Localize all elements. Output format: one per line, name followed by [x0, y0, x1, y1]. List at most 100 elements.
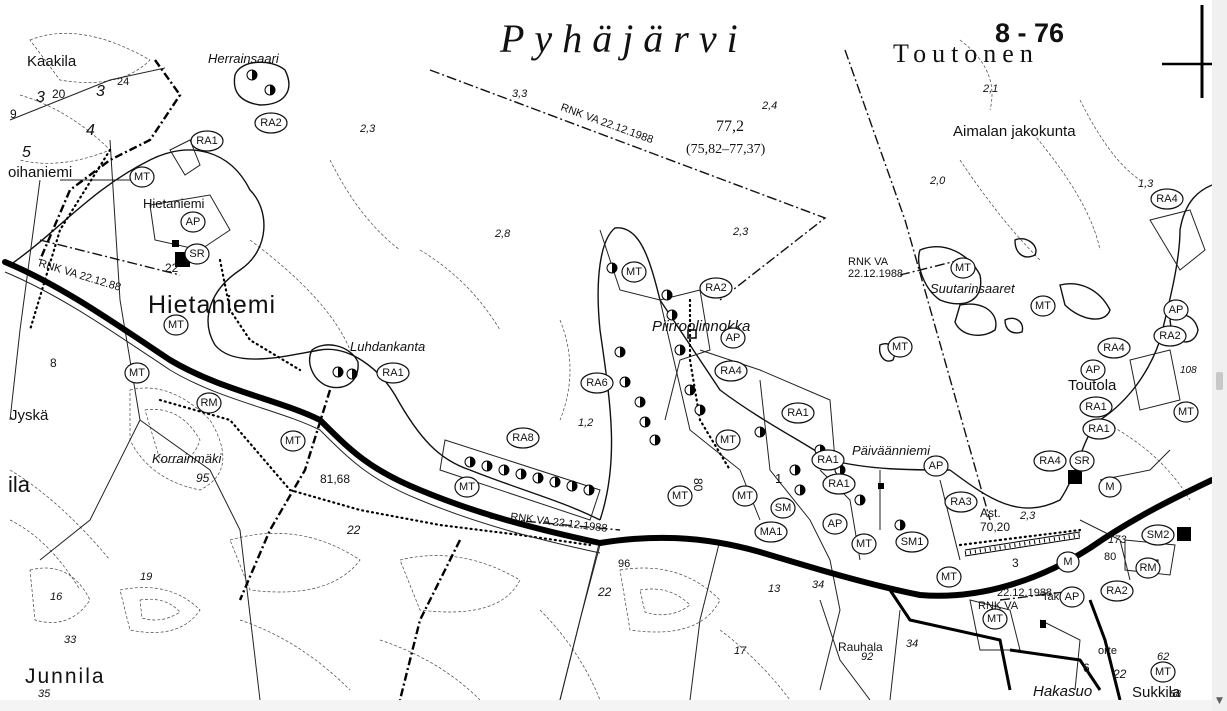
zone-badge-ra2: RA2: [1100, 580, 1134, 602]
zone-badge-label: MT: [955, 262, 971, 274]
zone-badge-mt: MT: [715, 429, 741, 451]
depth-label: 2,1: [982, 83, 998, 95]
label-toutola: Toutola: [1068, 377, 1117, 394]
zone-badge-outline: [754, 521, 788, 543]
zone-badge-ra2: RA2: [254, 112, 288, 134]
zone-badge-outline: [781, 402, 815, 424]
zone-badge-outline: [196, 392, 222, 414]
number-label: 62: [1157, 651, 1169, 663]
half-circle-marker: [583, 484, 595, 496]
zone-badge-label: MT: [626, 266, 642, 278]
zone-badge-ra1: RA1: [781, 402, 815, 424]
zone-badge-label: MT: [1035, 300, 1051, 312]
main-road: [2, 259, 1212, 599]
zone-badge-mt: MT: [1150, 661, 1176, 683]
rnk-right-1: RNK VA: [848, 256, 889, 268]
zone-badge-outline: [180, 211, 206, 233]
label-luhdankanta: Luhdankanta: [350, 339, 425, 354]
zone-badge-label: MT: [459, 481, 475, 493]
zone-badge-mt: MT: [667, 485, 693, 507]
zone-badge-ra4: RA4: [714, 360, 748, 382]
zone-badge-outline: [936, 566, 962, 588]
depth-label: 2,3: [359, 123, 376, 135]
zone-badge-ra3: RA3: [944, 491, 978, 513]
number-label: 5: [22, 144, 31, 161]
label-hietaniemi: Hietaniemi: [148, 291, 276, 319]
zone-badge-label: SR: [1074, 455, 1089, 467]
label-hakasuo: Hakasuo: [1033, 683, 1092, 700]
zone-badge-label: MT: [1178, 406, 1194, 418]
number-label: 13: [768, 583, 781, 595]
zone-badge-outline: [732, 485, 758, 507]
sheet-code: 8 - 76: [995, 18, 1064, 48]
zone-badge-label: SM1: [901, 536, 924, 548]
zone-badge-outline: [923, 455, 949, 477]
zone-badge-m: M: [1098, 476, 1122, 498]
scroll-down-arrow-icon[interactable]: ▼: [1216, 696, 1223, 706]
half-circle-marker: [346, 368, 358, 380]
horizontal-scroll-area: [0, 700, 1212, 711]
map-viewport[interactable]: Pyhäjärvi 8 - 76 Toutonen Kaakila Herrai…: [0, 0, 1212, 700]
zone-badge-mt: MT: [851, 533, 877, 555]
zone-badge-label: RA4: [1039, 455, 1060, 467]
zone-badge-label: M: [1105, 481, 1114, 493]
zone-badge-label: AP: [828, 518, 843, 530]
zone-badge-outline: [254, 112, 288, 134]
number-label: 1: [775, 471, 782, 486]
number-label: 3: [36, 89, 45, 106]
zone-badge-outline: [982, 608, 1008, 630]
half-circle-marker: [684, 384, 696, 396]
zone-badge-ra4: RA4: [1097, 337, 1131, 359]
zone-badge-label: MT: [720, 434, 736, 446]
half-circle-marker: [614, 346, 626, 358]
zone-badge-label: RM: [200, 397, 217, 409]
zone-badge-ap: AP: [923, 455, 949, 477]
label-toutonen: Toutonen: [893, 39, 1039, 68]
zone-badge-label: RA2: [705, 282, 726, 294]
zone-badge-ra2: RA2: [699, 277, 733, 299]
label-rauhala: Rauhala: [838, 640, 883, 654]
zone-badge-label: MT: [987, 613, 1003, 625]
elevation-label: 81,68: [320, 472, 350, 486]
number-label: 6: [1083, 661, 1090, 675]
zone-badge-label: RA1: [817, 454, 838, 466]
vertical-scrollbar[interactable]: [1212, 0, 1227, 711]
zone-badge-label: MT: [168, 319, 184, 331]
zone-badge-outline: [1150, 661, 1176, 683]
zone-badge-ap: AP: [822, 513, 848, 535]
half-circle-marker: [789, 464, 801, 476]
zone-badge-ra1: RA1: [190, 130, 224, 152]
half-circle-marker: [666, 309, 678, 321]
zone-badge-mt: MT: [621, 261, 647, 283]
zone-badge-label: RA1: [1085, 401, 1106, 413]
zone-badge-ap: AP: [180, 211, 206, 233]
zone-badge-mt: MT: [124, 362, 150, 384]
water-level: 77,2: [716, 118, 744, 135]
number-label: 173: [1108, 534, 1127, 546]
zone-badge-outline: [506, 427, 540, 449]
zone-badge-rm: RM: [1135, 557, 1161, 579]
half-circle-marker: [549, 476, 561, 488]
zone-badge-ra1: RA1: [1079, 396, 1113, 418]
label-aimala: Aimalan jakokunta: [953, 123, 1076, 140]
zone-badge-outline: [1153, 325, 1187, 347]
half-circle-marker: [532, 472, 544, 484]
label-paivaanniemi: Päiväänniemi: [852, 443, 931, 458]
zone-badge-label: SM: [775, 502, 792, 514]
number-label: 96: [618, 558, 630, 570]
protected-building-markers: [246, 69, 906, 531]
scrollbar-thumb[interactable]: [1216, 372, 1223, 390]
property-boundaries: [9, 67, 1206, 700]
zone-badge-outline: [1056, 551, 1080, 573]
zone-badge-mt: MT: [163, 314, 189, 336]
number-label: 34: [906, 638, 918, 650]
half-circle-marker: [606, 262, 618, 274]
zone-badge-sm: SM: [770, 497, 796, 519]
zone-badge-m: M: [1056, 551, 1080, 573]
lake-title: Pyhäjärvi: [499, 16, 748, 61]
zone-badge-label: AP: [726, 332, 741, 344]
rnk-right-2: 22.12.1988: [848, 268, 903, 280]
label-suutarinsaaret: Suutarinsaaret: [930, 281, 1016, 296]
half-circle-marker: [754, 426, 766, 438]
depth-label: 2,8: [494, 228, 511, 240]
